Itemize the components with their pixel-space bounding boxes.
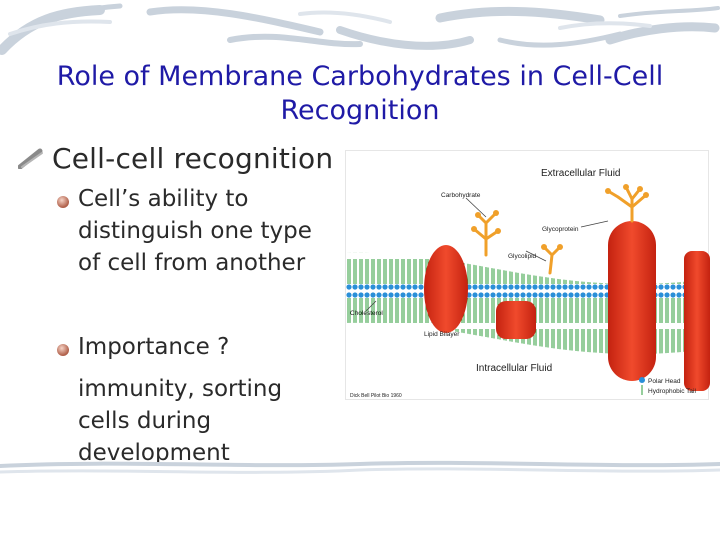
main-bullet-text: Cell-cell recognition (52, 141, 334, 175)
edge-protein (684, 251, 710, 391)
glycolipid-label: Glycolipid (508, 253, 537, 260)
glycoprotein-label: Glycoprotein (542, 226, 579, 233)
right-protein (608, 221, 656, 381)
sub-bullet-icon (57, 196, 69, 208)
slide-title: Role of Membrane Carbohydrates in Cell-C… (56, 61, 664, 126)
left-protein (424, 245, 468, 333)
polar-head-label: Polar Head (648, 378, 681, 385)
sub-bullet-2: Importance ? (56, 331, 346, 363)
importance-detail: immunity, sorting cells during developme… (78, 376, 283, 466)
carbohydrate-label: Carbohydrate (441, 192, 481, 199)
bottom-decoration (0, 460, 720, 474)
sub-bullet-2-text: Importance ? (78, 334, 230, 360)
membrane-diagram: Extracellular Fluid Carbohydrate Glycopr… (345, 150, 710, 400)
middle-protein (496, 301, 536, 339)
brush-bullet-icon (18, 148, 43, 169)
hydrophobic-tail-label: Hydrophobic Tail (648, 388, 696, 395)
top-decoration (0, 3, 720, 55)
figure-credit: Dick Bell Pilot Bio 1960 (350, 393, 402, 399)
carbohydrate-chains (472, 185, 648, 275)
sub-bullet-icon (57, 344, 69, 356)
cholesterol-label: Cholesterol (350, 310, 383, 317)
sub-bullet-1-text: Cell’s ability to distinguish one type o… (78, 186, 312, 276)
sub-bullet-1: Cell’s ability to distinguish one type o… (56, 183, 346, 279)
lipid-bilayer-label: Lipid Bilayer (424, 331, 460, 338)
polar-head-icon (639, 377, 645, 383)
intracellular-label: Intracellular Fluid (476, 363, 552, 374)
main-bullet: Cell-cell recognition (18, 138, 333, 178)
extracellular-label: Extracellular Fluid (541, 168, 620, 179)
